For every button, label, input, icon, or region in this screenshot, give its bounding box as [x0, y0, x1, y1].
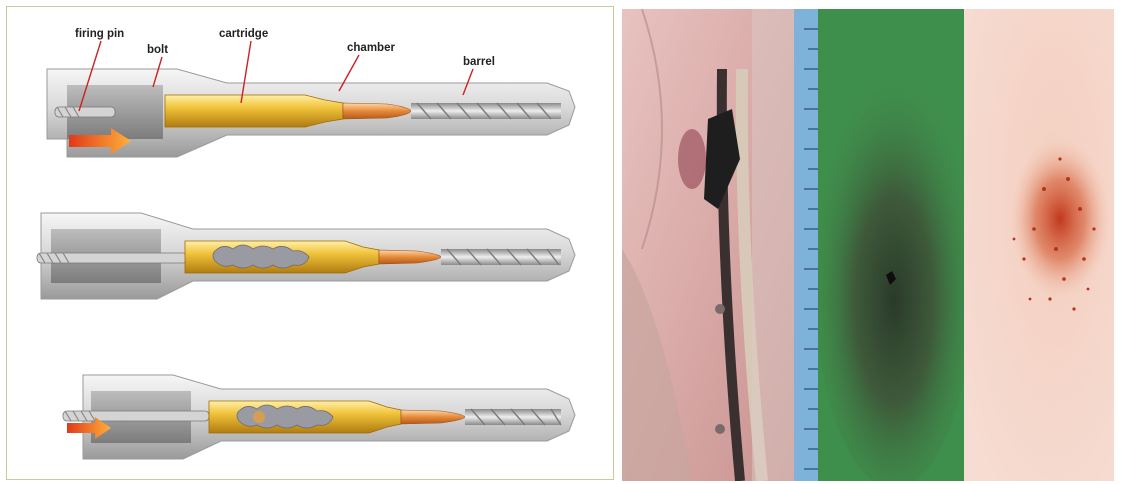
firing-pin — [63, 411, 209, 421]
label-cartridge: cartridge — [219, 28, 268, 40]
label-barrel: barrel — [463, 56, 495, 68]
cartridge-case — [165, 95, 343, 127]
photo-stippling — [964, 9, 1114, 481]
ignition-spark — [253, 411, 265, 423]
gun-mechanism-diagram: firing pin bolt cartridge chamber barrel — [6, 6, 614, 480]
label-chamber: chamber — [347, 42, 395, 54]
firing-pin — [55, 107, 115, 117]
label-bolt: bolt — [147, 44, 168, 56]
photo-soot-fabric — [794, 9, 964, 481]
wound-photos — [622, 9, 1114, 481]
stage-3-firing — [63, 375, 575, 459]
diagram-canvas: firing pin bolt cartridge chamber barrel — [7, 7, 615, 481]
photo-contact-wound — [622, 9, 794, 481]
stage-2-ignition — [37, 213, 575, 299]
label-firing-pin: firing pin — [75, 28, 124, 40]
stage-1-ready — [47, 69, 575, 157]
